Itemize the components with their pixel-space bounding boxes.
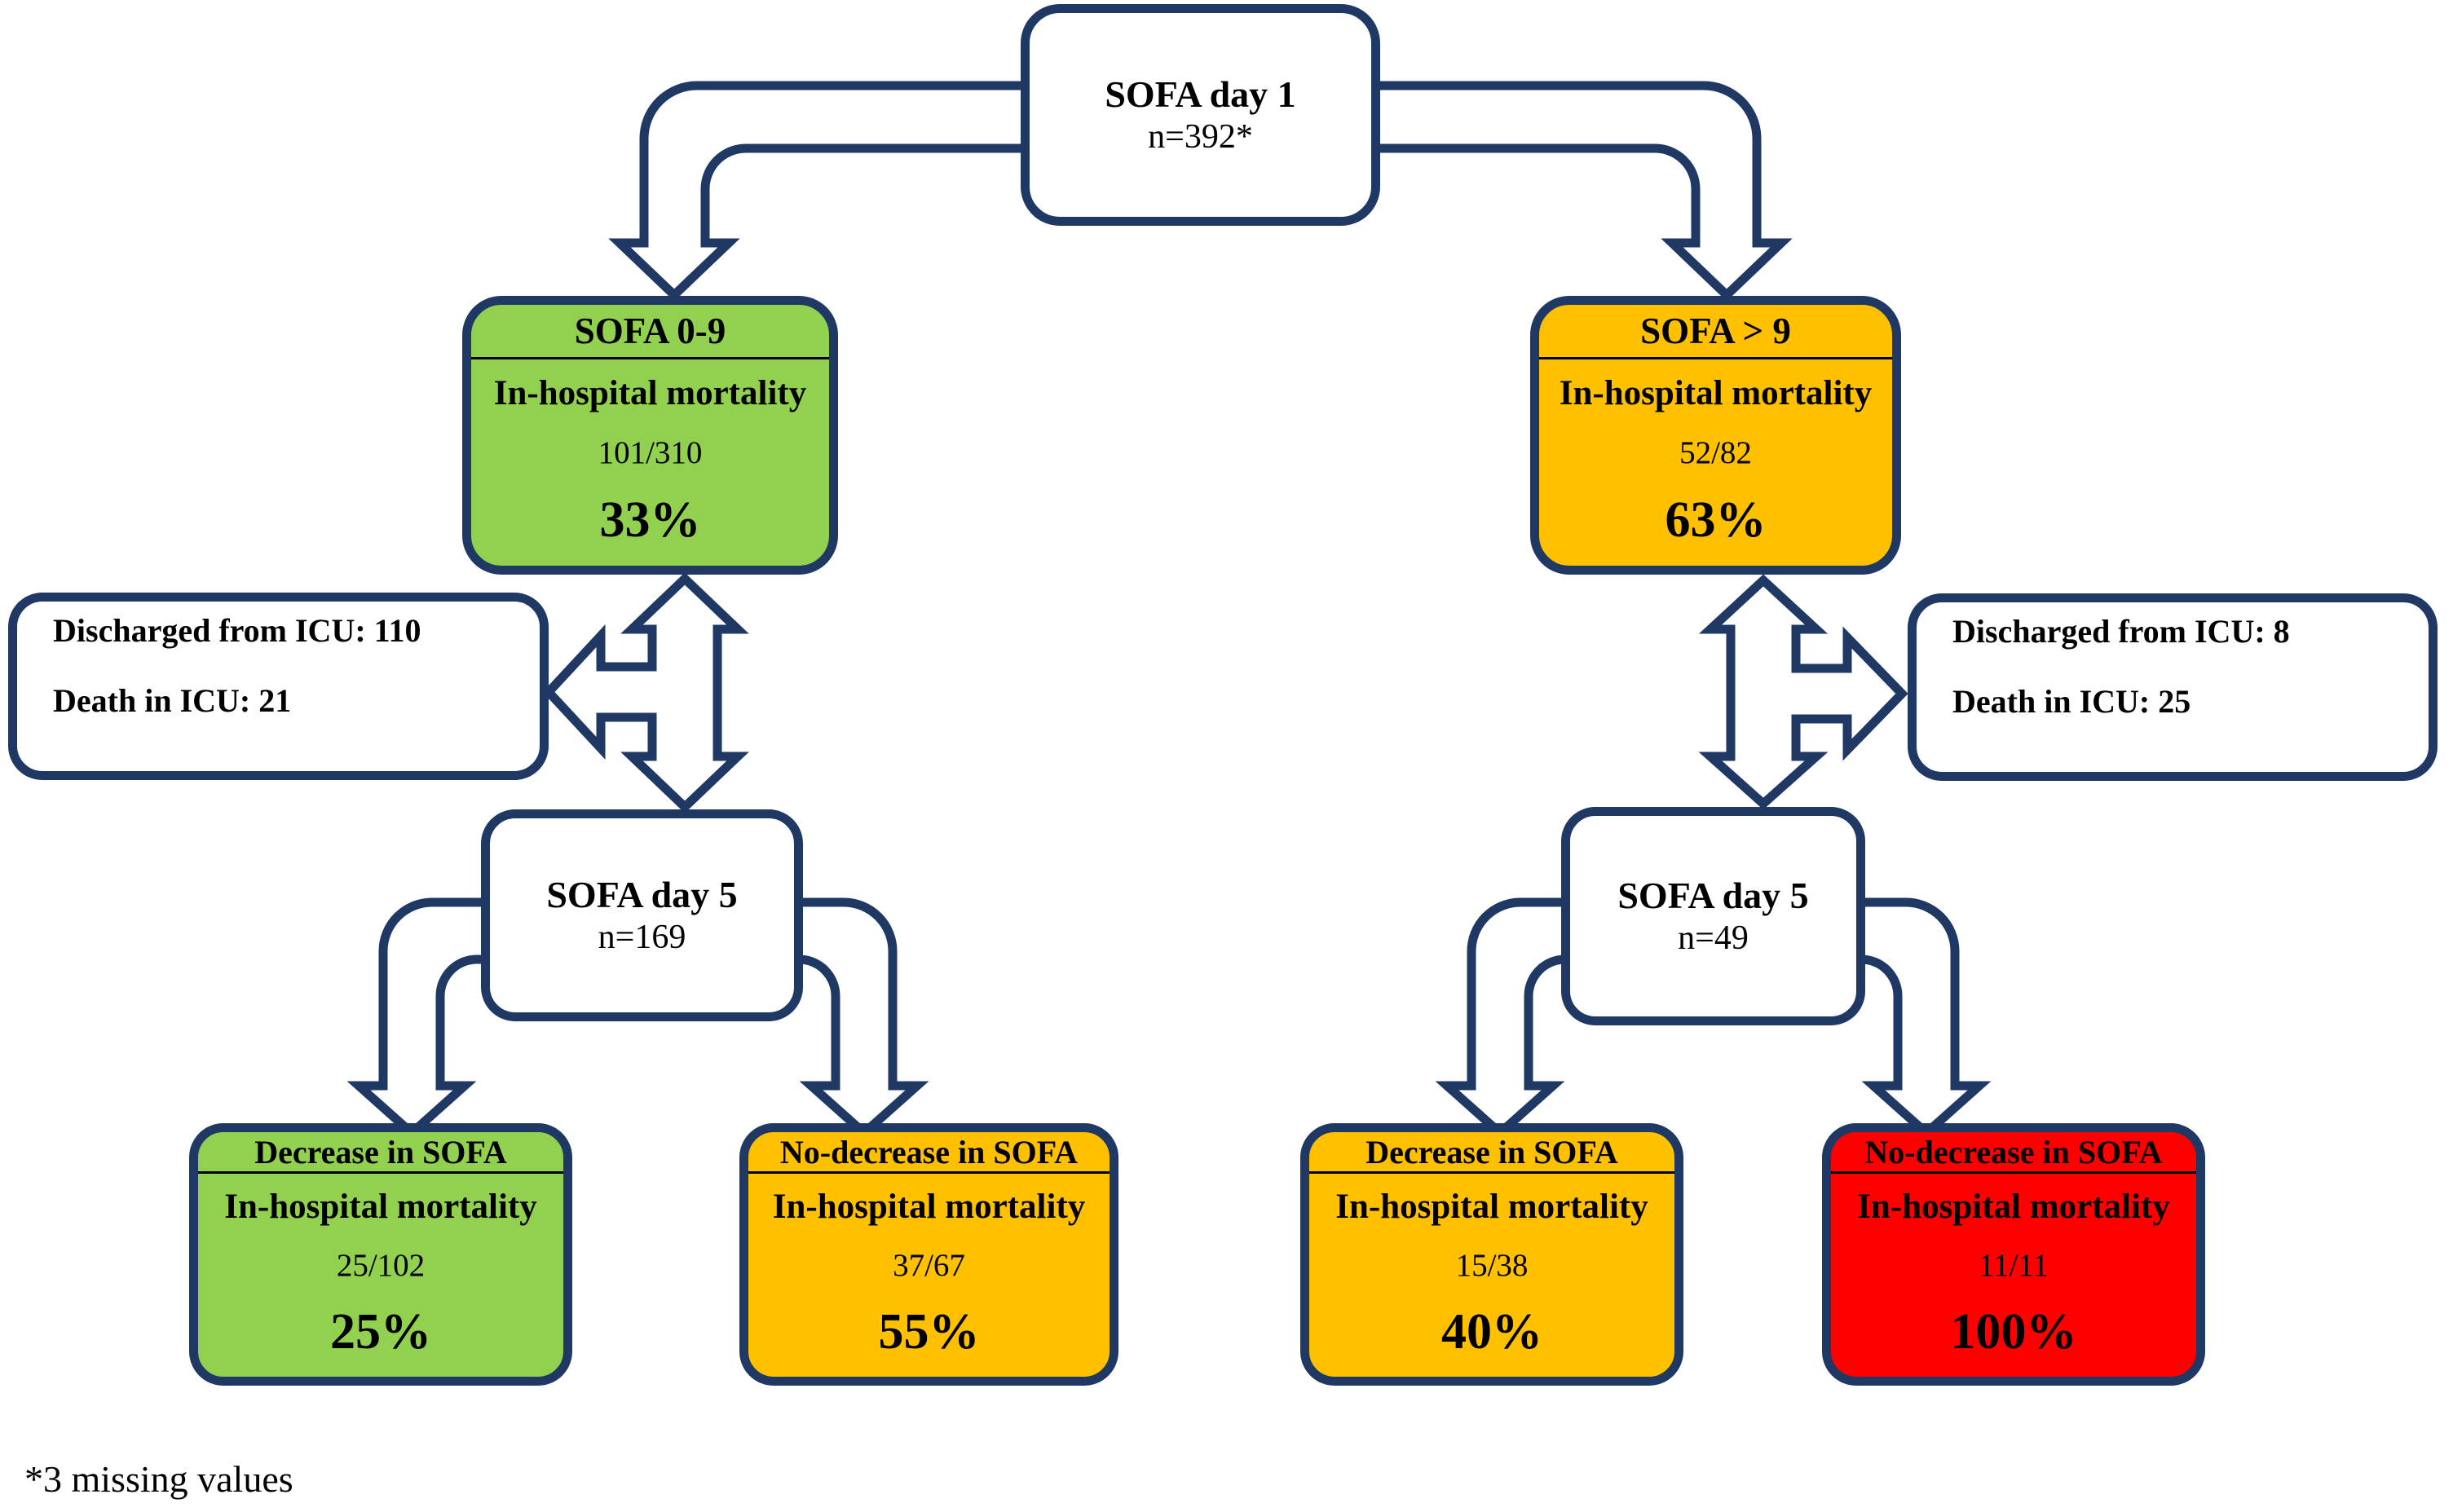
mortality-ratio: 11/11 — [1979, 1247, 2049, 1283]
mortality-label: In-hospital mortality — [493, 374, 807, 413]
mortality-ratio: 15/38 — [1455, 1247, 1529, 1283]
mortality-label: In-hospital mortality — [1559, 374, 1873, 413]
node-sofa-day5-right: SOFA day 5 n=49 — [1561, 807, 1865, 1025]
node-title: SOFA day 5 — [1617, 875, 1809, 916]
mortality-percent: 25% — [330, 1303, 431, 1360]
node-n-count: n=49 — [1678, 919, 1749, 957]
mortality-ratio: 101/310 — [598, 434, 703, 470]
node-n-count: n=169 — [598, 919, 686, 956]
arrow-day5r-to-decrease — [1435, 897, 1569, 1140]
mortality-percent: 100% — [1950, 1303, 2077, 1360]
node-title: SOFA day 5 — [546, 874, 738, 915]
node-title: SOFA > 9 — [1640, 311, 1791, 351]
arrow-day5l-to-nodecrease — [795, 897, 929, 1140]
node-title: Decrease in SOFA — [1365, 1133, 1618, 1170]
icu-death-line: Death in ICU: 25 — [1952, 683, 2191, 720]
node-icu-outcome-left: Discharged from ICU: 110 Death in ICU: 2… — [8, 593, 549, 780]
mortality-ratio: 25/102 — [336, 1247, 426, 1283]
node-decrease-right: Decrease in SOFA In-hospital mortality 1… — [1300, 1123, 1683, 1386]
node-title: No-decrease in SOFA — [1864, 1133, 2163, 1170]
icu-death-line: Death in ICU: 21 — [53, 682, 292, 719]
arrow-day1-to-sofagt9 — [1372, 81, 1793, 302]
arrow-threeway-left — [542, 572, 749, 813]
node-no-decrease-right: No-decrease in SOFA In-hospital mortalit… — [1822, 1123, 2205, 1386]
mortality-ratio: 52/82 — [1679, 434, 1752, 470]
mortality-label: In-hospital mortality — [1857, 1188, 2170, 1227]
mortality-percent: 33% — [599, 492, 701, 548]
title-divider — [471, 357, 829, 359]
mortality-percent: 40% — [1441, 1303, 1542, 1360]
title-divider — [1539, 357, 1892, 359]
node-no-decrease-left: No-decrease in SOFA In-hospital mortalit… — [739, 1123, 1118, 1386]
node-title: SOFA day 1 — [1105, 73, 1296, 115]
node-sofa-gt-9: SOFA > 9 In-hospital mortality 52/82 63% — [1530, 296, 1901, 575]
title-divider — [1831, 1171, 2196, 1174]
node-title: SOFA 0-9 — [574, 311, 726, 351]
node-sofa-0-9: SOFA 0-9 In-hospital mortality 101/310 3… — [462, 296, 838, 575]
icu-discharged-line: Discharged from ICU: 110 — [53, 612, 421, 649]
title-divider — [198, 1171, 563, 1174]
node-sofa-day5-left: SOFA day 5 n=169 — [481, 809, 803, 1021]
arrow-day5l-to-decrease — [346, 897, 489, 1140]
arrow-day1-to-sofa09 — [608, 81, 1029, 302]
mortality-label: In-hospital mortality — [772, 1188, 1086, 1227]
arrow-threeway-right — [1698, 574, 1908, 810]
mortality-label: In-hospital mortality — [224, 1188, 537, 1227]
node-decrease-left: Decrease in SOFA In-hospital mortality 2… — [189, 1123, 572, 1386]
title-divider — [1309, 1171, 1674, 1174]
footnote: *3 missing values — [24, 1458, 293, 1500]
node-title: No-decrease in SOFA — [779, 1133, 1079, 1170]
node-title: Decrease in SOFA — [254, 1133, 507, 1170]
title-divider — [748, 1171, 1110, 1174]
mortality-percent: 63% — [1665, 492, 1767, 548]
mortality-ratio: 37/67 — [893, 1247, 965, 1283]
node-sofa-day1: SOFA day 1 n=392* — [1021, 4, 1380, 226]
mortality-percent: 55% — [878, 1303, 980, 1360]
node-icu-outcome-right: Discharged from ICU: 8 Death in ICU: 25 — [1908, 593, 2438, 781]
node-n-count: n=392* — [1148, 118, 1253, 156]
arrow-day5r-to-nodecrease — [1857, 897, 1992, 1140]
icu-discharged-line: Discharged from ICU: 8 — [1952, 613, 2290, 650]
mortality-label: In-hospital mortality — [1335, 1188, 1648, 1227]
